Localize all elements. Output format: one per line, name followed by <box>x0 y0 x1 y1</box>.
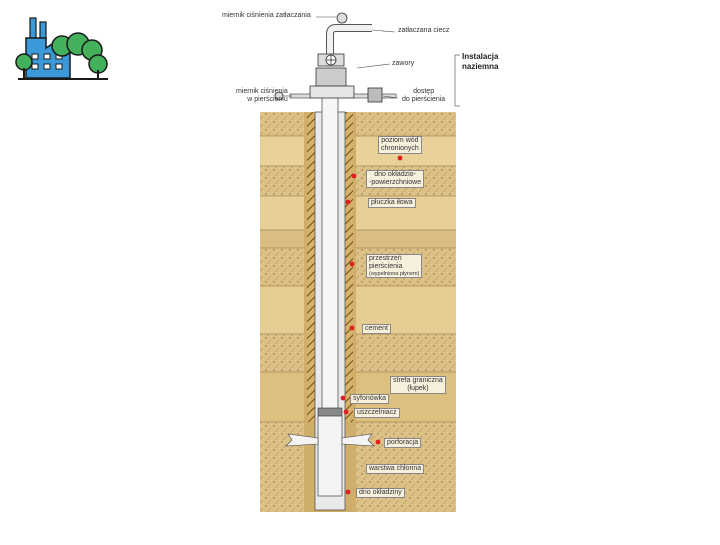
lower-casing <box>318 416 342 496</box>
injected-fluid-label: zatłaczana ciecz <box>398 27 449 35</box>
annulus-pressure-gauge-label: miernik ciśnienia w pierścieniu <box>236 88 288 104</box>
surface-casing-bottom-label: dno okładzio- -powierzchniowe <box>366 170 424 188</box>
valves-label: zawory <box>392 60 414 68</box>
protected-water-line1: poziom wód <box>381 137 419 145</box>
wellhead <box>275 13 396 102</box>
annulus-gauge-line2: w pierścieniu <box>236 96 288 104</box>
cement-right <box>345 112 353 422</box>
injection-pressure-gauge-label: miernik ciśnienia zatłaczania <box>222 12 311 20</box>
annular-space-label: przestrzeń pierścienia (wypełniona płyne… <box>366 254 422 278</box>
silt-mud-label: płuczka iłowa <box>368 198 416 208</box>
packer-shape <box>318 408 342 416</box>
annular-space-line2: pierścienia <box>369 263 419 271</box>
packer-label: uszczelniacz <box>354 408 400 418</box>
installation-title-line2: naziemna <box>462 62 498 72</box>
annular-note: (wypełniona płynem) <box>369 271 419 277</box>
confining-zone-line1: strefa graniczna <box>393 377 443 385</box>
cement-label: cement <box>362 324 391 334</box>
factory-trees-icon <box>16 18 108 80</box>
annular-space-line1: przestrzeń <box>369 255 419 263</box>
surface-casing-line1: dno okładzio- <box>369 171 421 179</box>
protected-water-line2: chronionych <box>381 145 419 153</box>
tubing-label: syfonówka <box>350 394 389 404</box>
perforation-label: porforacja <box>384 438 421 448</box>
surface-casing-line2: -powierzchniowe <box>369 179 421 187</box>
confining-zone-line2: (łupek) <box>393 385 443 393</box>
installation-title-line1: Instalacja <box>462 52 498 62</box>
confining-zone-label: strefa graniczna (łupek) <box>390 376 446 394</box>
tubing-pipe <box>322 70 338 410</box>
protected-water-label: poziom wód chronionych <box>378 136 422 154</box>
injection-zone-label: warstwa chłonna <box>366 464 424 474</box>
annulus-access-line1: dostęp <box>402 88 445 96</box>
annulus-gauge-line1: miernik ciśnienia <box>236 88 288 96</box>
casing-bottom-label: dno okładziny <box>356 488 405 498</box>
cement-left <box>307 112 315 422</box>
annulus-access-line2: do pierścienia <box>402 96 445 104</box>
rock-strata <box>260 112 456 512</box>
annulus-access-label: dostęp do pierścienia <box>402 88 445 104</box>
installation-title: Instalacja naziemna <box>462 52 498 72</box>
